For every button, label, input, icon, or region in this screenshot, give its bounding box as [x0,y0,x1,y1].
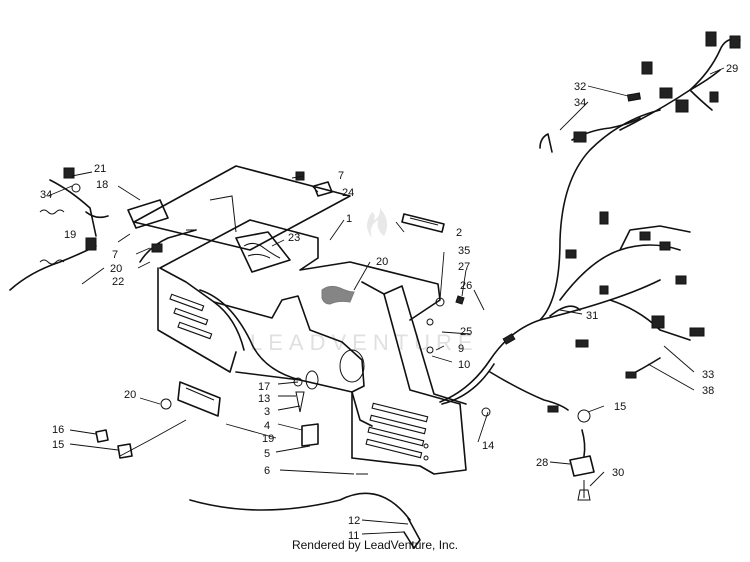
left-switch-parts [9,167,333,291]
callout-10: 11 [348,530,359,542]
key-cable [189,492,421,549]
decal-22 [321,285,355,305]
callout-26: 24 [342,187,354,199]
callout-34-bottom: 33 [702,369,714,381]
callout-7-left: 7 [112,249,118,261]
callout-23: 21 [94,163,106,175]
callouts: 21 18 34 7 24 1 2 23 19 7 20 22 20 35 27… [40,63,738,542]
decal-strip-2 [401,213,445,233]
callout-38: 38 [702,385,714,397]
callout-29: 27 [458,261,470,273]
callout-30: 28 [536,457,548,469]
watermark-text: LEADVENTURE [250,330,479,355]
small-hardware [160,295,491,475]
callout-35: 34 [574,97,586,109]
callout-14: 15 [614,401,626,413]
watermark-logo: LEADVENTURE [250,208,479,355]
callout-11: 12 [348,515,360,527]
bracket-18 [177,381,221,417]
callout-25: 23 [288,232,300,244]
callout-37: 35 [458,245,470,257]
ignition-switch-30 [569,409,595,501]
callout-32: 30 [612,467,624,479]
callout-13: 14 [482,440,494,452]
bulb-socket-15-16 [95,429,133,459]
callout-12: 13 [258,393,270,405]
callout-33: 31 [586,310,598,322]
callout-19: 18 [96,179,108,191]
callout-2: 2 [456,227,462,239]
callout-4: 4 [264,420,270,432]
console-housing [157,219,467,475]
callout-28: 26 [460,280,472,292]
callout-1: 1 [346,213,352,225]
harness-35 [539,92,642,153]
callout-24: 22 [112,276,124,288]
leader-lines [47,67,725,535]
callout-8: 9 [458,343,464,355]
callout-15: 15 [52,439,64,451]
credit-line: Rendered by LeadVenture, Inc. [291,538,459,552]
callout-20-bottom: 20 [110,263,122,275]
wire-38 [625,357,661,379]
callout-22: 20 [376,256,388,268]
callout-16: 16 [52,424,64,436]
harness-33 [549,305,581,317]
harness-31 [619,31,741,131]
wiring-harness-27 [439,109,705,413]
callout-27: 25 [460,326,472,338]
decal-25 [235,231,291,273]
callout-36: 34 [40,189,52,201]
callout-34-top: 32 [574,81,586,93]
callout-17: 17 [258,381,270,393]
callout-21: 20 [124,389,136,401]
callout-7-top: 7 [338,170,344,182]
callout-31: 29 [726,63,738,75]
windshield-panel [133,165,351,251]
callout-6: 6 [264,465,270,477]
callout-20-top: 19 [64,229,76,241]
callout-9: 10 [458,359,470,371]
callout-5: 5 [264,448,270,460]
callout-3: 3 [264,406,270,418]
callout-18: 19 [262,433,274,445]
